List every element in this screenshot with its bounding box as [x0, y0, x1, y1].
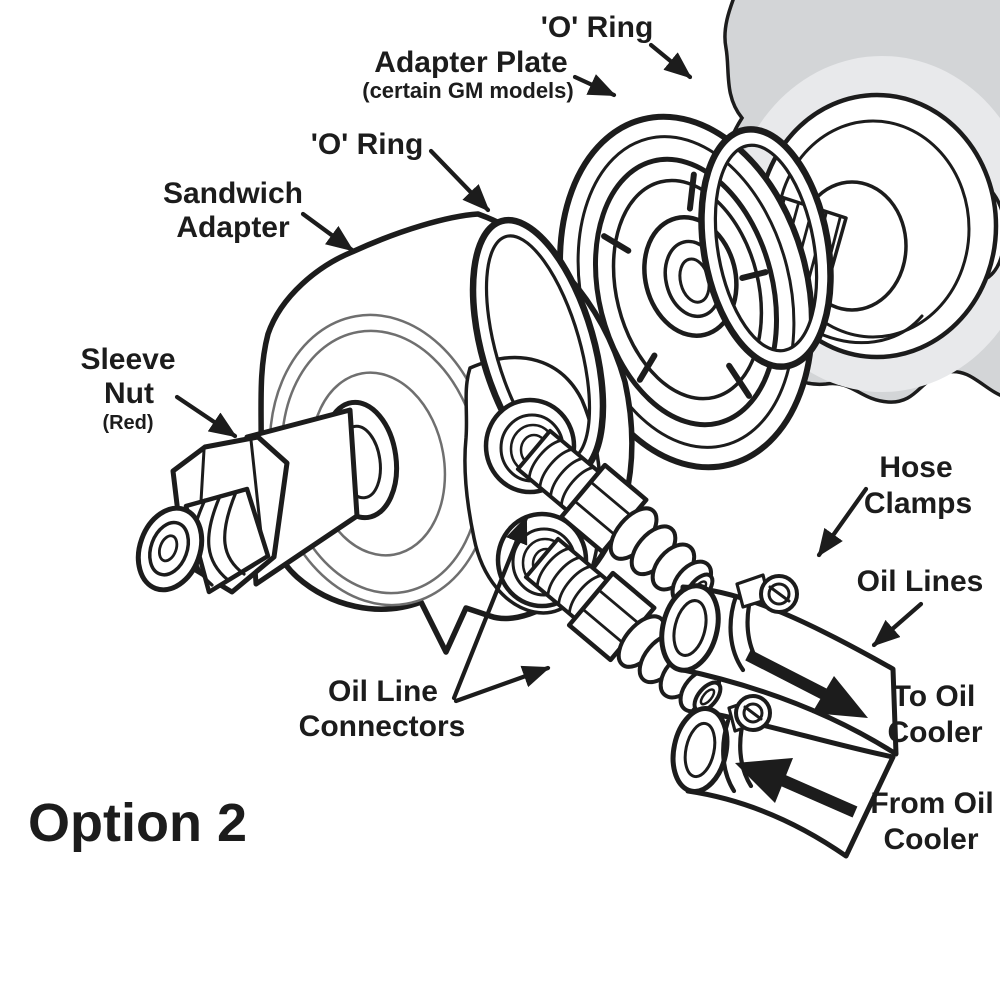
- callout-arrows: [174, 42, 924, 704]
- hose-clamps-arrow: [816, 486, 869, 558]
- label-o-ring-top: 'O' Ring: [541, 11, 654, 44]
- label-from-oil-cooler-2: Cooler: [883, 823, 978, 856]
- sleeve-nut-drawing: [135, 407, 360, 595]
- diagram-caption: Option 2: [28, 793, 247, 853]
- label-to-oil-cooler-1: To Oil: [893, 680, 976, 713]
- label-to-oil-cooler-2: Cooler: [887, 716, 982, 749]
- plate-spoke-notches: [601, 171, 769, 399]
- label-sandwich-adapter-1: Sandwich: [163, 177, 303, 210]
- adapter-plate-arrow: [572, 74, 617, 98]
- hose-clamp-lower: [721, 694, 772, 794]
- oil-hose-from-cooler: [670, 694, 896, 859]
- sandwich-adapter-arrow: [300, 211, 355, 253]
- label-oil-lines: Oil Lines: [857, 565, 984, 598]
- label-sleeve-nut-note: (Red): [102, 412, 153, 434]
- label-oil-line-connectors-1: Oil Line: [328, 675, 438, 708]
- sleeve-nut-arrow: [174, 394, 238, 439]
- label-hose-clamps-1: Hose: [879, 451, 952, 484]
- oil-lines-arrow: [871, 601, 924, 648]
- oil-hose-to-cooler: [659, 573, 899, 757]
- label-adapter-plate: Adapter Plate: [374, 46, 567, 79]
- oil-line-connectors-arrow-upper: [451, 515, 529, 701]
- label-from-oil-cooler-1: From Oil: [870, 787, 993, 820]
- o-ring-left-arrow: [428, 148, 491, 213]
- label-sleeve-nut-1: Sleeve: [80, 343, 175, 376]
- oil-line-connectors-arrow-lower: [453, 665, 551, 704]
- label-o-ring-left: 'O' Ring: [311, 128, 424, 161]
- label-sleeve-nut-2: Nut: [104, 377, 154, 410]
- label-adapter-plate-note: (certain GM models): [362, 78, 573, 103]
- hose-clamp-upper: [728, 573, 799, 673]
- label-oil-line-connectors-2: Connectors: [299, 710, 466, 743]
- label-sandwich-adapter-2: Adapter: [176, 211, 290, 244]
- flow-arrow-from-cooler: [735, 758, 858, 818]
- o-ring-right-drawing: [698, 126, 834, 370]
- flow-arrow-to-cooler: [745, 649, 868, 718]
- oil-line-connector-upper: [515, 428, 715, 606]
- o-ring-top-arrow: [648, 42, 693, 80]
- label-hose-clamps-2: Clamps: [864, 487, 972, 520]
